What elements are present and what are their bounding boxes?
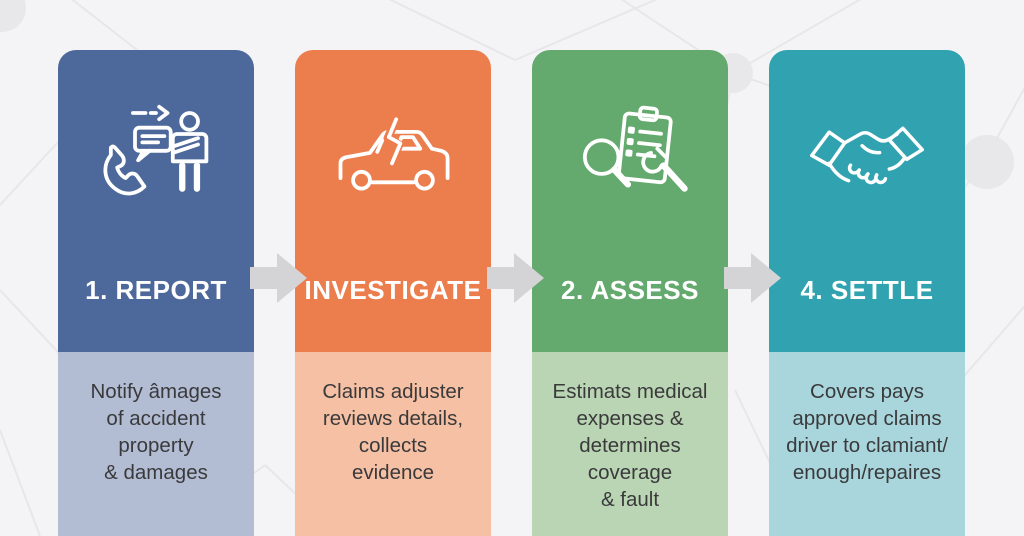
step-report: 1. REPORT Notify âmages of accident prop…	[58, 0, 254, 536]
step-assess-description: Estimats medical expenses & determines c…	[552, 380, 708, 512]
phone-report-icon	[93, 94, 219, 216]
step-report-card: 1. REPORT	[58, 50, 254, 352]
step-settle: 4. SETTLE Covers pays approved claims dr…	[769, 0, 965, 536]
step-investigate-card: INVESTIGATE	[295, 50, 491, 352]
step-assess: 2. ASSESS Estimats medical expenses & de…	[532, 0, 728, 536]
step-investigate-panel: Claims adjuster reviews details, collect…	[295, 352, 491, 536]
step-report-panel: Notify âmages of accident property & dam…	[58, 352, 254, 536]
arrow-report-to-investigate	[250, 253, 307, 303]
step-investigate-description: Claims adjuster reviews details, collect…	[322, 380, 464, 485]
arrow-assess-to-settle	[724, 253, 781, 303]
step-report-description: Notify âmages of accident property & dam…	[90, 380, 222, 485]
step-settle-description: Covers pays approved claims driver to cl…	[786, 380, 948, 485]
step-assess-panel: Estimats medical expenses & determines c…	[532, 352, 728, 536]
step-assess-card: 2. ASSESS	[532, 50, 728, 352]
step-settle-card: 4. SETTLE	[769, 50, 965, 352]
step-investigate-title: INVESTIGATE	[304, 275, 482, 305]
crashed-car-icon	[330, 94, 456, 216]
step-settle-title: 4. SETTLE	[800, 275, 934, 305]
step-report-title: 1. REPORT	[85, 275, 227, 305]
handshake-icon	[804, 94, 930, 216]
step-assess-title: 2. ASSESS	[561, 275, 699, 305]
step-settle-panel: Covers pays approved claims driver to cl…	[769, 352, 965, 536]
clipboard-magnifier-icon	[567, 94, 693, 216]
arrow-investigate-to-assess	[487, 253, 544, 303]
step-investigate: INVESTIGATE Claims adjuster reviews deta…	[295, 0, 491, 536]
